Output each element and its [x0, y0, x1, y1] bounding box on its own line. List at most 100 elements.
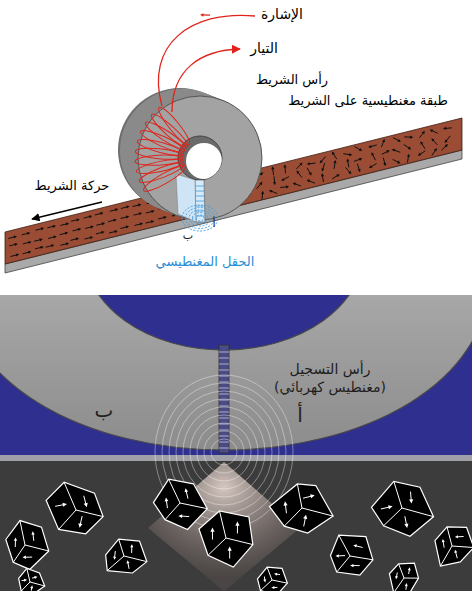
gap-field-line — [219, 370, 229, 371]
domain-arrow-head — [273, 182, 276, 185]
grain-magnetization-arrow-head — [274, 573, 277, 576]
grain — [6, 521, 49, 570]
grain — [258, 567, 288, 591]
grain-boundary — [337, 556, 350, 572]
grain-boundary — [399, 564, 404, 578]
grain-boundary — [21, 582, 30, 591]
gap-field-line — [219, 376, 229, 377]
grain-boundary — [447, 527, 452, 546]
grain-magnetization-arrow-head — [455, 535, 458, 538]
grain-magnetization-arrow-head — [126, 560, 129, 563]
grain-boundary — [64, 482, 76, 510]
grain-boundary — [350, 556, 373, 560]
separator — [0, 455, 472, 461]
domain-arrow-head — [41, 227, 44, 230]
domain-arrow-head — [115, 208, 118, 211]
domain-arrow-head — [321, 168, 324, 171]
grain-magnetization-arrow-head — [185, 488, 189, 492]
domain-arrow-head — [358, 169, 361, 172]
grain — [435, 527, 472, 566]
domain-arrow-head — [293, 183, 297, 186]
domain-arrow-head — [332, 152, 335, 156]
grain-magnetization-arrow-head — [24, 579, 27, 582]
grain-magnetization-arrow-head — [454, 550, 457, 553]
grain-boundary — [404, 578, 418, 579]
grain-boundary — [302, 508, 333, 516]
magnetic-grains — [6, 479, 472, 591]
domain-arrow-head — [100, 212, 103, 215]
field-line — [196, 215, 204, 221]
grain-outline — [389, 563, 418, 591]
gap-field-line — [219, 388, 229, 389]
gap-field-line — [196, 201, 204, 202]
gap-field-line — [196, 211, 204, 212]
grain — [106, 539, 147, 573]
grain-magnetization-arrow-head — [178, 514, 182, 518]
signal-label: الإشارة — [261, 6, 303, 23]
grain — [19, 568, 45, 591]
grain-magnetization-arrow-head — [263, 579, 266, 582]
pole-label: ب — [95, 398, 114, 422]
domain-arrow-head — [443, 127, 446, 130]
grain-boundary — [25, 545, 49, 551]
grain-outline — [371, 481, 433, 536]
domain-arrow-head — [281, 178, 285, 181]
domain-arrow-head — [151, 210, 154, 213]
coil-loop — [135, 146, 184, 161]
field-line — [189, 210, 211, 226]
domain-arrow-head — [66, 242, 69, 245]
domain-arrow-head — [27, 232, 30, 235]
grain-magnetization-arrow-head — [228, 547, 232, 551]
grain-magnetization-arrow-head — [271, 586, 274, 589]
grain-magnetization-arrow-head — [350, 564, 353, 567]
tape-motion-arrow — [32, 202, 102, 219]
grain — [269, 484, 333, 533]
field-line — [211, 439, 237, 465]
gap-field-line — [219, 382, 229, 383]
recording-head-core — [0, 295, 472, 450]
domain-arrow-head — [40, 246, 43, 249]
gap-field-line — [219, 364, 229, 365]
grain-magnetization-arrow-head — [442, 539, 445, 542]
domain-arrow-head — [348, 171, 351, 174]
current-wire — [172, 49, 240, 112]
domain-arrow-head — [382, 139, 385, 143]
head-label: رأس الشريط — [256, 72, 328, 88]
grain-boundary — [59, 510, 76, 529]
domain-arrow-head — [296, 170, 299, 173]
grain-boundary — [180, 503, 207, 509]
gap-field-line — [219, 448, 229, 449]
domain-arrow-head — [445, 144, 448, 147]
grain-boundary — [260, 580, 272, 591]
grain-magnetization-arrow-head — [235, 521, 239, 525]
gap-field-line — [196, 191, 204, 192]
grain-boundary — [20, 521, 25, 545]
domain-arrow-head — [283, 164, 286, 167]
grain-boundary — [402, 508, 433, 517]
grain-outline — [153, 479, 207, 529]
tape-head-panel — [5, 13, 462, 273]
domain-arrow-head — [286, 185, 289, 188]
grain-boundary — [452, 546, 472, 548]
coil-loop — [148, 111, 190, 151]
grain-magnetization-arrow-head — [78, 523, 82, 528]
domain-arrow-head — [431, 138, 434, 141]
domain-arrow-head — [422, 131, 425, 134]
gap-field-line — [219, 412, 229, 413]
grain-boundary — [394, 481, 402, 508]
domain-arrow-head — [151, 220, 154, 223]
grain-outline — [330, 535, 372, 575]
gap-field-line — [219, 436, 229, 437]
domain-arrow-head — [76, 218, 79, 221]
domain-arrow-head — [90, 236, 93, 239]
grain-magnetization-arrow-head — [23, 556, 26, 559]
domain-arrow-head — [269, 190, 273, 193]
domain-arrow-head — [434, 148, 437, 151]
field-line — [204, 431, 244, 473]
grain-magnetization-arrow-head — [409, 499, 413, 503]
signal-arrow-head — [200, 13, 204, 16]
grain-boundary — [27, 568, 30, 582]
gap-field-line — [219, 424, 229, 425]
domain-arrow-head — [89, 215, 92, 218]
